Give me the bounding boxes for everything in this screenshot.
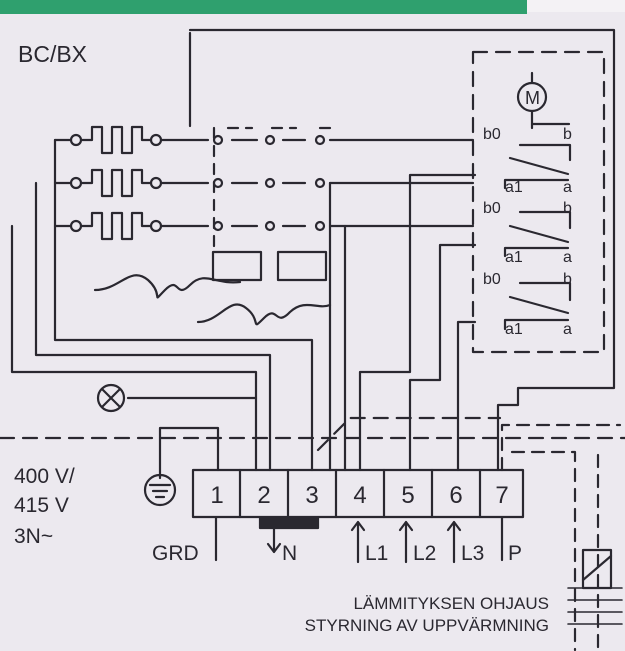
switch-label-b-1: b: [563, 126, 572, 143]
top-strip-right: [527, 0, 625, 12]
neutral-bridge: [258, 516, 320, 530]
terminal-1: 1: [210, 482, 223, 509]
terminal-label-p: P: [508, 542, 522, 565]
terminal-label-l1: L1: [365, 542, 388, 565]
dashed-diagonal: [316, 416, 502, 452]
terminal-4: 4: [353, 482, 366, 509]
terminal-3: 3: [305, 482, 318, 509]
wire-to-L1: [358, 173, 477, 472]
terminal-2: 2: [257, 482, 270, 509]
switch-label-a1-3: a1: [505, 321, 523, 338]
switch-labels: b0 b a1 a b0 b a1 a b0 b a1 a: [483, 126, 572, 338]
terminal-6: 6: [449, 482, 462, 509]
supply-rating: 400 V/ 415 V 3N~: [14, 465, 75, 548]
thermostat-coil-1: [93, 274, 242, 299]
footer-caption: LÄMMITYKSEN OHJAUS STYRNING AV UPPVÄRMNI…: [305, 594, 549, 635]
lamp-cross: [100, 387, 122, 409]
motor-label: M: [525, 88, 540, 108]
switch-label-b-3: b: [563, 271, 572, 288]
switch-label-a1-2: a1: [505, 249, 523, 266]
motor-wires: [530, 71, 571, 130]
switch-label-b0-3: b0: [483, 271, 501, 288]
contactor-dashed-frame: [212, 126, 334, 252]
switch-label-a-3: a: [563, 321, 572, 338]
terminal-block: [191, 468, 525, 519]
thermostat-coil-2: [196, 303, 332, 326]
diagram-title: BC/BX: [18, 41, 87, 67]
wire-left-2: [34, 181, 272, 472]
top-strip: [0, 0, 527, 14]
wire-to-L2: [408, 243, 477, 472]
motor-switch-box: [471, 50, 606, 354]
wire-left-3: [53, 138, 314, 472]
changeover-switch-group: [503, 143, 572, 331]
lamp-symbol: [96, 383, 126, 413]
terminal-label-grd: GRD: [152, 542, 199, 565]
switch-label-a-1: a: [563, 179, 572, 196]
terminal-label-l2: L2: [413, 542, 436, 565]
terminal-labels: GRD N L1 L2 L3 P: [152, 542, 522, 565]
ground-symbol: [143, 473, 177, 507]
terminal-label-n: N: [282, 542, 297, 565]
wire-left-outer: [10, 224, 258, 472]
terminal-numbers: 1 2 3 4 5 6 7: [210, 482, 508, 509]
switch-label-a-2: a: [563, 249, 572, 266]
supply-line-1: 400 V/: [14, 465, 75, 488]
terminal-5: 5: [401, 482, 414, 509]
supply-line-3: 3N~: [14, 525, 53, 548]
footer-line-1: LÄMMITYKSEN OHJAUS: [353, 594, 549, 613]
ground-wire: [158, 426, 220, 480]
top-frame-wire: [188, 28, 616, 472]
switch-label-b0-2: b0: [483, 200, 501, 217]
contactor-coil-1: [211, 250, 263, 282]
supply-line-2: 415 V: [14, 494, 69, 517]
footer-line-2: STYRNING AV UPPVÄRMNING: [305, 616, 549, 635]
wire-to-L3: [456, 320, 477, 472]
terminal-label-l3: L3: [461, 542, 484, 565]
switch-label-a1-1: a1: [505, 179, 523, 196]
terminal-7: 7: [495, 482, 508, 509]
switch-label-b0-1: b0: [483, 126, 501, 143]
switch-label-b-2: b: [563, 200, 572, 217]
contactor-coil-2: [276, 250, 328, 282]
heating-elements: [53, 125, 163, 241]
control-dashed-lines: [500, 423, 622, 651]
